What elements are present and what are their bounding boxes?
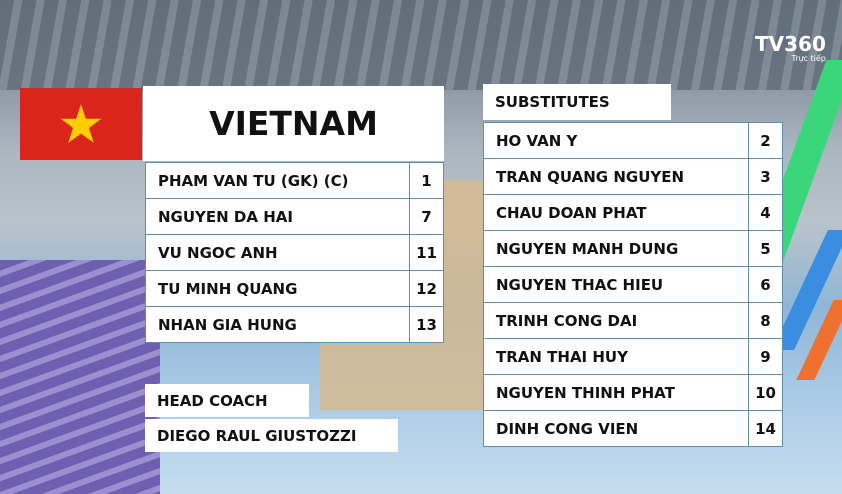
player-number: 7 xyxy=(409,198,444,235)
tv360-logo: TV360 Trực tiếp xyxy=(755,32,826,63)
player-name: TRAN THAI HUY xyxy=(483,338,749,375)
team-name: VIETNAM xyxy=(143,86,444,161)
player-name: NHAN GIA HUNG xyxy=(145,306,410,343)
player-number: 6 xyxy=(748,266,783,303)
head-coach-title: HEAD COACH xyxy=(145,384,309,417)
player-name: TRAN QUANG NGUYEN xyxy=(483,158,749,195)
head-coach-name: DIEGO RAUL GIUSTOZZI xyxy=(145,419,398,452)
vietnam-flag xyxy=(20,88,142,160)
player-name: NGUYEN THINH PHAT xyxy=(483,374,749,411)
player-number: 8 xyxy=(748,302,783,339)
player-number: 4 xyxy=(748,194,783,231)
player-number: 3 xyxy=(748,158,783,195)
player-number: 2 xyxy=(748,122,783,159)
player-name: DINH CONG VIEN xyxy=(483,410,749,447)
player-name: PHAM VAN TU (GK) (C) xyxy=(145,162,410,199)
player-name: NGUYEN MANH DUNG xyxy=(483,230,749,267)
player-number: 10 xyxy=(748,374,783,411)
player-number: 9 xyxy=(748,338,783,375)
player-number: 1 xyxy=(409,162,444,199)
player-name: CHAU DOAN PHAT xyxy=(483,194,749,231)
player-number: 12 xyxy=(409,270,444,307)
substitutes-title: SUBSTITUTES xyxy=(483,84,671,120)
player-number: 5 xyxy=(748,230,783,267)
live-label: Trực tiếp xyxy=(791,54,826,63)
star-icon xyxy=(60,104,102,143)
player-number: 14 xyxy=(748,410,783,447)
arena-roof xyxy=(0,0,842,90)
arena-seats xyxy=(0,260,160,494)
player-name: TU MINH QUANG xyxy=(145,270,410,307)
player-name: TRINH CONG DAI xyxy=(483,302,749,339)
player-number: 13 xyxy=(409,306,444,343)
player-number: 11 xyxy=(409,234,444,271)
player-name: NGUYEN DA HAI xyxy=(145,198,410,235)
player-name: HO VAN Y xyxy=(483,122,749,159)
player-name: VU NGOC ANH xyxy=(145,234,410,271)
player-name: NGUYEN THAC HIEU xyxy=(483,266,749,303)
